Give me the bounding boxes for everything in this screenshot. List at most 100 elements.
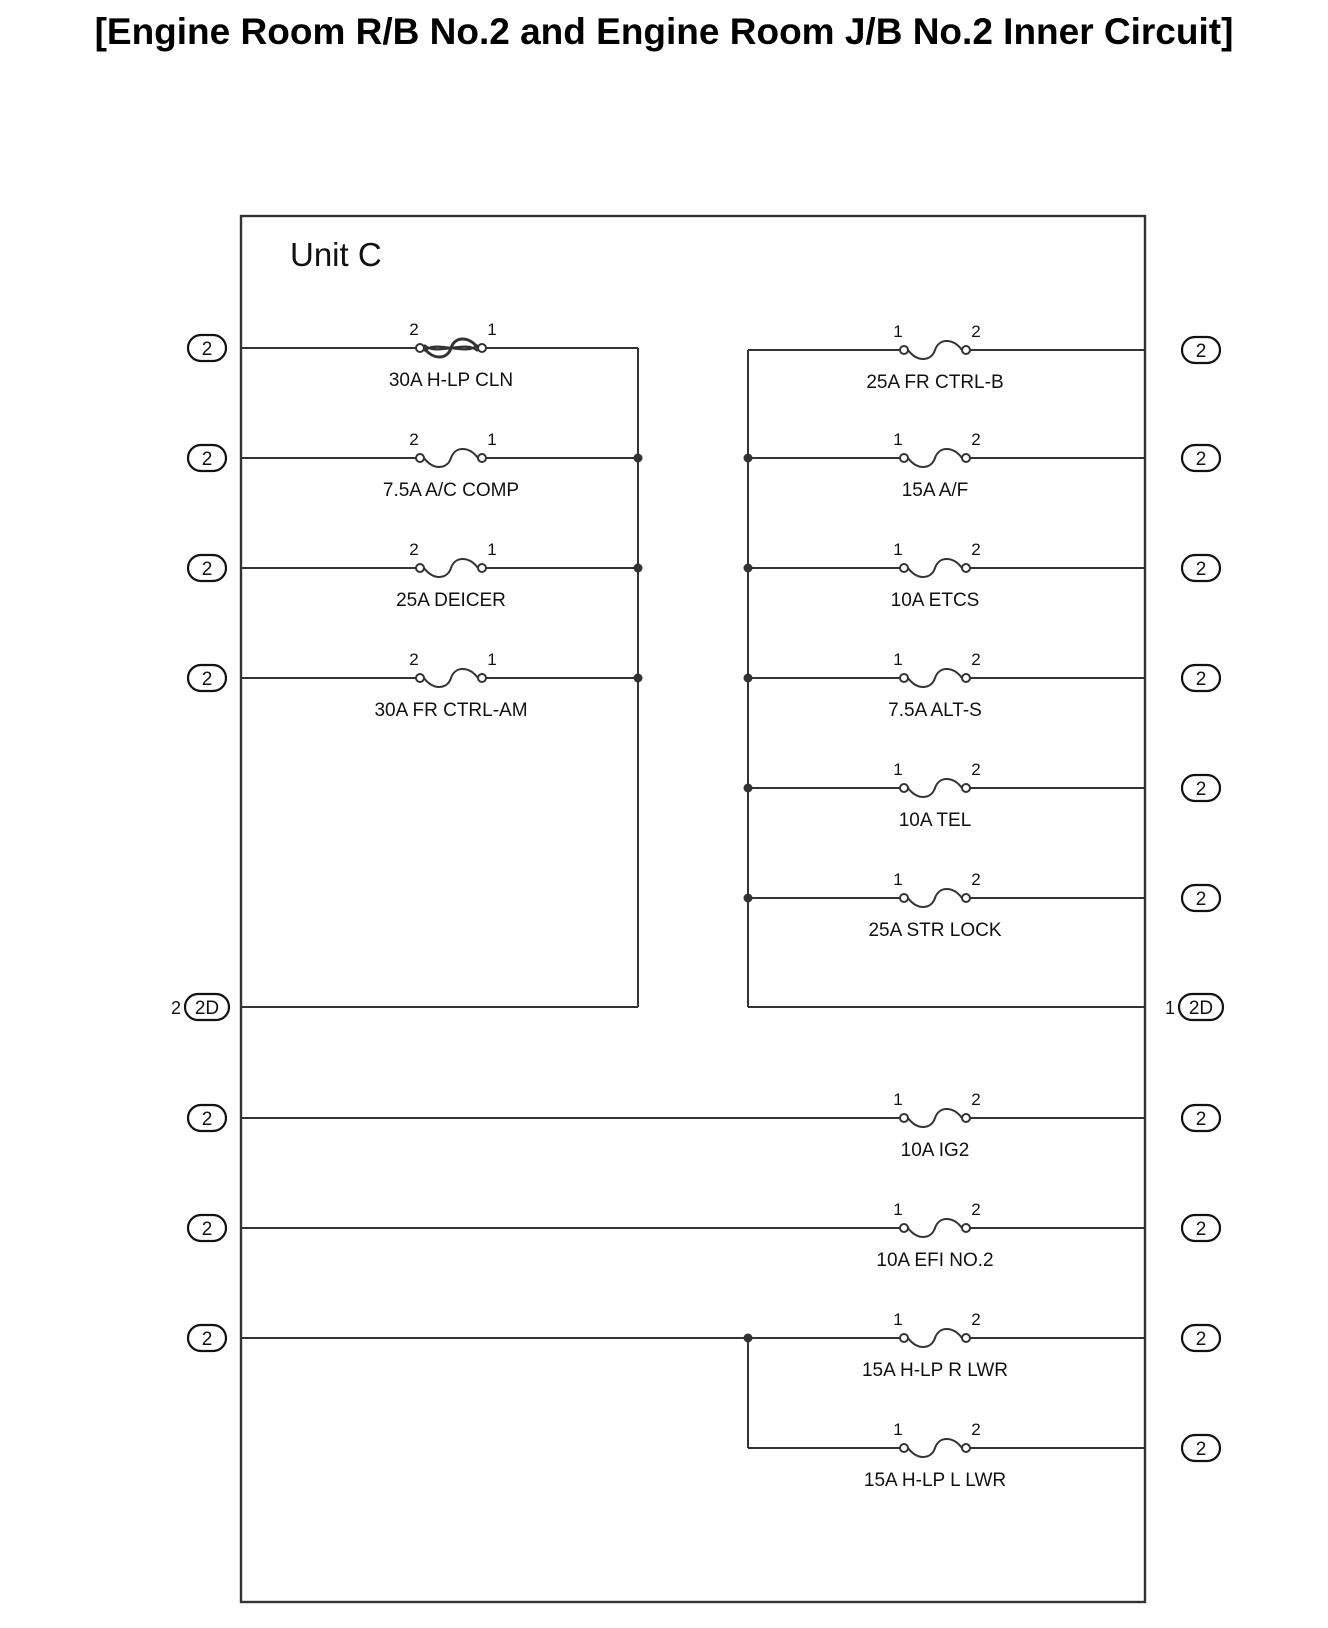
connector-label: 2D <box>1189 998 1213 1019</box>
fuse-element-icon <box>907 888 963 908</box>
connector-symbol <box>186 443 228 473</box>
fuse-terminal <box>961 673 971 683</box>
fuse-label: 15A H-LP L LWR <box>864 1470 1006 1491</box>
connector-symbol <box>1180 1103 1222 1133</box>
fuse-pin-left: 1 <box>893 1310 902 1329</box>
connector-symbol <box>1180 1213 1222 1243</box>
connector-symbol <box>1180 773 1222 803</box>
fuse-element-icon <box>907 778 963 798</box>
connector-label: 2 <box>202 1329 213 1350</box>
connector-symbol <box>186 1323 228 1353</box>
connector-symbol <box>183 992 231 1022</box>
fuse-terminal <box>961 345 971 355</box>
fuse-terminal <box>477 453 487 463</box>
fuse-terminal <box>961 783 971 793</box>
fuse-terminal <box>477 673 487 683</box>
fuse-pin-right: 1 <box>487 430 496 449</box>
connector-label: 2 <box>1196 341 1207 362</box>
fuse-terminal <box>899 1113 909 1123</box>
connector-label: 2 <box>1196 779 1207 800</box>
fuse-pin-left: 2 <box>409 650 418 669</box>
fuse-element-icon <box>907 1328 963 1348</box>
fuse-pin-right: 2 <box>971 870 980 889</box>
fuse-pin-left: 2 <box>409 430 418 449</box>
connector-symbol <box>186 553 228 583</box>
page-title: [Engine Room R/B No.2 and Engine Room J/… <box>94 11 1234 52</box>
connector-label: 2 <box>202 559 213 580</box>
fuse-terminal <box>899 783 909 793</box>
fuse-terminal <box>899 345 909 355</box>
fuse-label: 25A STR LOCK <box>868 920 1001 941</box>
connector-label: 2 <box>202 1109 213 1130</box>
fuse-element-icon <box>907 448 963 468</box>
fuse-terminal <box>899 1443 909 1453</box>
junction-dot <box>743 1333 753 1343</box>
fuse-label: 10A EFI NO.2 <box>876 1250 993 1271</box>
fuse-terminal <box>415 453 425 463</box>
fuse-pin-left: 2 <box>409 320 418 339</box>
fuse-label: 10A ETCS <box>891 590 980 611</box>
fuse-terminal <box>415 673 425 683</box>
fuse-terminal <box>899 563 909 573</box>
fuse-element-icon <box>907 1108 963 1128</box>
connector-label: 2 <box>1196 449 1207 470</box>
fuse-terminal <box>961 1223 971 1233</box>
connector-label: 2 <box>1196 889 1207 910</box>
fuse-terminal <box>961 893 971 903</box>
fuse-element-icon <box>423 344 479 352</box>
fuse-pin-left: 1 <box>893 760 902 779</box>
fuse-element-icon <box>907 340 963 360</box>
fuse-label: 7.5A ALT-S <box>888 700 982 721</box>
fuse-pin-left: 1 <box>893 540 902 559</box>
fuse-terminal <box>477 563 487 573</box>
fuse-element-icon <box>907 1438 963 1458</box>
fuse-terminal <box>415 343 425 353</box>
fuse-pin-left: 1 <box>893 322 902 341</box>
fuse-pin-left: 1 <box>893 430 902 449</box>
fuse-pin-right: 2 <box>971 650 980 669</box>
fuse-terminal <box>899 673 909 683</box>
connector-label: 2 <box>202 339 213 360</box>
fuse-pin-right: 2 <box>971 760 980 779</box>
fuse-element-icon <box>423 668 479 688</box>
fuse-pin-right: 2 <box>971 540 980 559</box>
fuse-label: 30A FR CTRL-AM <box>374 700 527 721</box>
fuse-pin-left: 1 <box>893 1200 902 1219</box>
fuse-terminal <box>899 453 909 463</box>
fuse-terminal <box>899 893 909 903</box>
fuse-terminal <box>961 1443 971 1453</box>
fuse-pin-left: 1 <box>893 1090 902 1109</box>
fuse-pin-left: 2 <box>409 540 418 559</box>
connector-label: 2 <box>202 669 213 690</box>
fuse-label: 7.5A A/C COMP <box>383 480 519 501</box>
fuse-pin-right: 2 <box>971 1310 980 1329</box>
fuse-element-icon <box>907 558 963 578</box>
connector-symbol <box>186 1103 228 1133</box>
fuse-pin-right: 1 <box>487 540 496 559</box>
connector-symbol <box>1180 883 1222 913</box>
fuse-element-icon <box>907 668 963 688</box>
connector-label: 2 <box>1196 559 1207 580</box>
fuse-label: 25A FR CTRL-B <box>866 372 1003 393</box>
fuse-terminal <box>961 453 971 463</box>
fuse-pin-right: 1 <box>487 320 496 339</box>
connector-symbol <box>1180 553 1222 583</box>
connector-label: 2 <box>202 1219 213 1240</box>
fuse-terminal <box>961 1333 971 1343</box>
connector-label: 2 <box>1196 669 1207 690</box>
fuse-label: 15A H-LP R LWR <box>862 1360 1008 1381</box>
connector-symbol <box>1180 1433 1222 1463</box>
fuse-element-icon <box>907 1218 963 1238</box>
fuse-pin-right: 2 <box>971 430 980 449</box>
connector-label: 2 <box>1196 1439 1207 1460</box>
fuse-pin-right: 2 <box>971 1420 980 1439</box>
fuse-terminal <box>477 343 487 353</box>
connector-label: 2 <box>1196 1329 1207 1350</box>
fuse-label: 30A H-LP CLN <box>389 370 513 391</box>
fuse-pin-right: 1 <box>487 650 496 669</box>
connector-symbol <box>1180 335 1222 365</box>
connector-symbol <box>186 663 228 693</box>
connector-symbol <box>186 1213 228 1243</box>
fuse-terminal <box>961 563 971 573</box>
fuse-pin-right: 2 <box>971 1200 980 1219</box>
